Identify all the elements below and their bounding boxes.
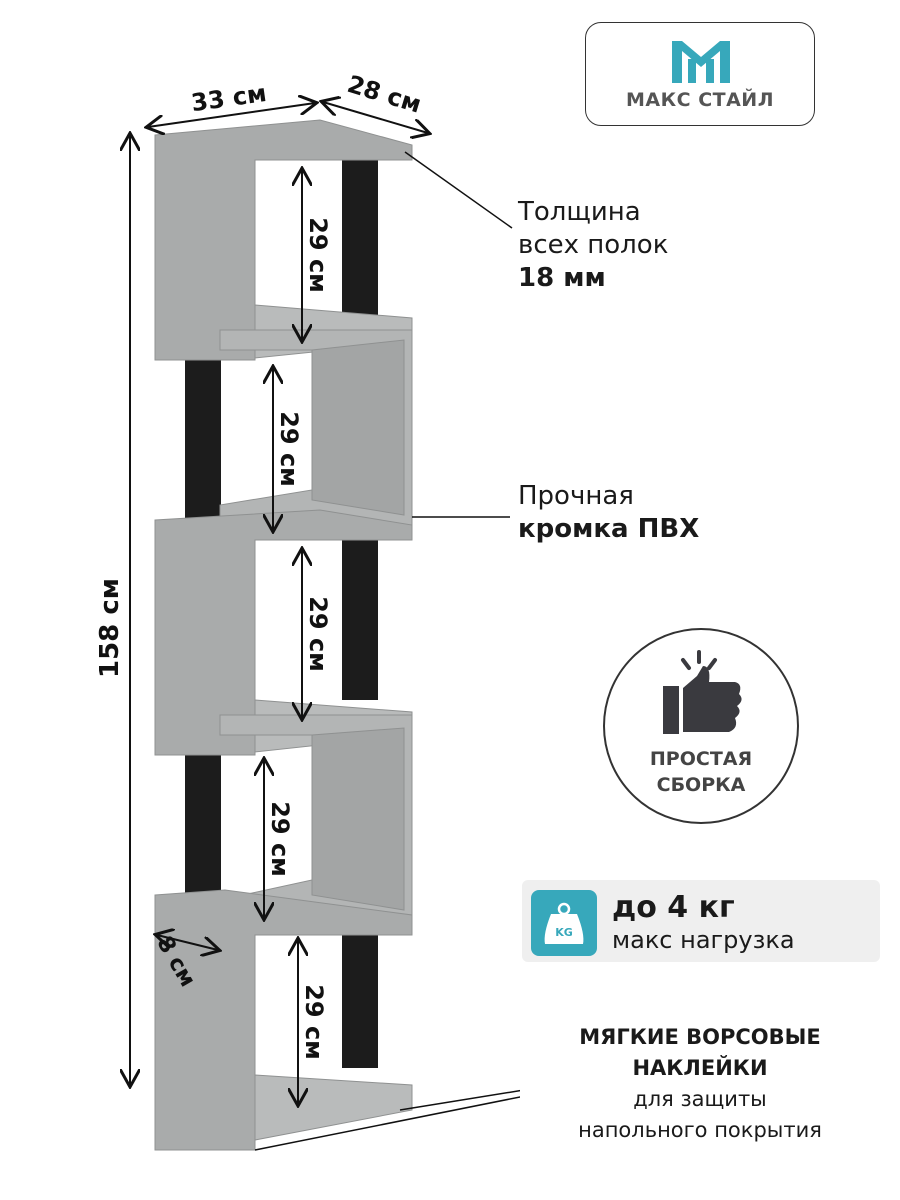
felt-text: напольного покрытия <box>578 1118 822 1142</box>
height-label: 158 см <box>95 578 125 678</box>
badge-line: ПРОСТАЯ <box>649 748 753 770</box>
cube-2 <box>219 329 413 526</box>
cube-4 <box>219 714 413 921</box>
load-capacity: KG до 4 кг макс нагрузка <box>522 880 880 962</box>
easy-assembly-badge: ПРОСТАЯ СБОРКА <box>603 628 799 824</box>
svg-text:KG: KG <box>555 926 573 939</box>
black-posts <box>185 155 378 1068</box>
callout-value: кромка ПВХ <box>518 514 700 544</box>
load-label: макс нагрузка <box>612 926 795 954</box>
thumbs-up-icon <box>663 650 742 734</box>
compartment-label: 29 см <box>300 984 328 1060</box>
compartment-label: 29 см <box>304 217 332 293</box>
badge-label: ПРОСТАЯ СБОРКА <box>605 746 797 798</box>
felt-heading: МЯГКИЕ ВОРСОВЫЕ <box>579 1025 821 1049</box>
shelf-illustration: 33 см 28 см 158 см 29 см 29 см 29 см 29 … <box>95 70 520 1151</box>
callout-text: Прочная <box>518 481 634 511</box>
felt-pads-callout: МЯГКИЕ ВОРСОВЫЕ НАКЛЕЙКИ для защиты напо… <box>540 1022 860 1146</box>
felt-text: для защиты <box>633 1087 767 1111</box>
compartment-label: 29 см <box>266 801 294 877</box>
weight-kg-icon: KG <box>531 890 597 956</box>
badge-line: СБОРКА <box>656 774 746 796</box>
compartment-label: 29 см <box>275 411 303 487</box>
felt-heading: НАКЛЕЙКИ <box>632 1056 768 1080</box>
callout-value: 18 мм <box>518 263 606 293</box>
load-value: до 4 кг <box>612 890 735 925</box>
callout-text: Толщина <box>518 197 641 227</box>
brand-logo: МАКС СТАЙЛ <box>585 22 815 126</box>
thickness-callout: Толщина всех полок 18 мм <box>518 196 668 295</box>
dimension-lines <box>130 102 428 1104</box>
callout-text: всех полок <box>518 230 669 260</box>
brand-name: МАКС СТАЙЛ <box>626 89 774 111</box>
logo-mark-icon <box>672 41 730 83</box>
edge-callout: Прочная кромка ПВХ <box>518 480 699 546</box>
compartment-label: 29 см <box>304 596 332 672</box>
